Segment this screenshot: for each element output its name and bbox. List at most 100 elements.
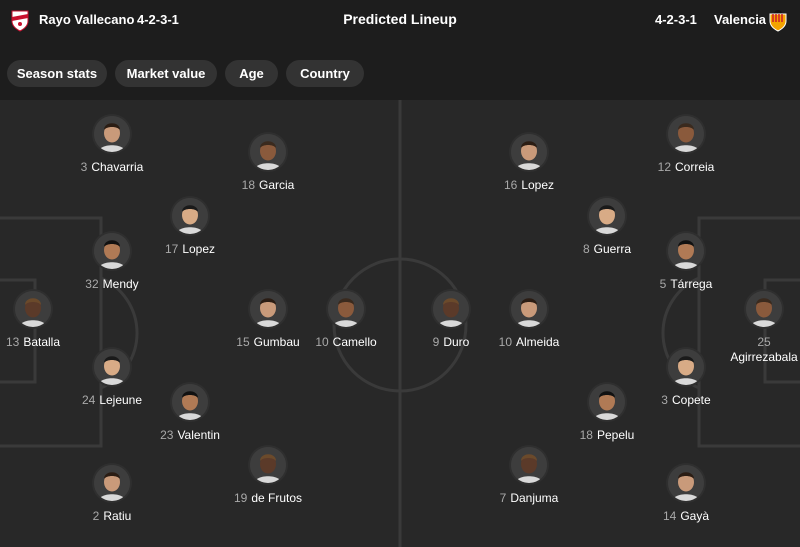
player-name: Garcia	[259, 178, 295, 192]
player-name: de Frutos	[251, 491, 303, 505]
player-name: Mendy	[102, 277, 139, 291]
player-number: 10	[315, 335, 329, 349]
player-avatar[interactable]	[511, 134, 547, 170]
player-avatar[interactable]	[668, 116, 704, 152]
valencia-crest-icon[interactable]	[766, 8, 790, 32]
player-number: 17	[164, 242, 179, 256]
player-avatar[interactable]	[668, 233, 704, 269]
player-avatar[interactable]	[94, 465, 130, 501]
player-name: Valentin	[177, 428, 220, 442]
player-avatar[interactable]	[172, 384, 208, 420]
player-number: 9	[432, 335, 440, 349]
player-number: 10	[498, 335, 512, 349]
player-number: 19	[233, 491, 248, 505]
player-avatar[interactable]	[328, 291, 364, 327]
player-name: Chavarria	[91, 160, 144, 174]
player-name: Tárrega	[670, 277, 713, 291]
away-team-name[interactable]: Valencia	[714, 12, 767, 27]
player-avatar[interactable]	[511, 447, 547, 483]
player-avatar[interactable]	[250, 291, 286, 327]
player-number: 16	[503, 178, 518, 192]
player-avatar[interactable]	[94, 116, 130, 152]
player-number: 3	[661, 393, 668, 407]
player-number: 18	[241, 178, 255, 192]
home-team-name[interactable]: Rayo Vallecano	[39, 12, 135, 27]
player-avatar[interactable]	[172, 198, 208, 234]
player-avatar[interactable]	[746, 291, 782, 327]
pitch-markings	[0, 100, 800, 547]
home-player-1[interactable]: 18 Garcia	[213, 134, 323, 193]
player-avatar[interactable]	[511, 291, 547, 327]
player-label: 18 Garcia	[213, 178, 323, 193]
player-avatar[interactable]	[15, 291, 51, 327]
player-number: 12	[657, 160, 671, 174]
player-avatar[interactable]	[589, 198, 625, 234]
filter-market-value[interactable]: Market value	[115, 60, 217, 87]
player-avatar[interactable]	[433, 291, 469, 327]
player-number: 8	[582, 242, 590, 256]
player-name: Agirrezabala	[730, 350, 798, 364]
player-number: 25	[757, 335, 771, 349]
player-number: 2	[92, 509, 100, 523]
player-number: 3	[80, 160, 88, 174]
player-name: Ratiu	[103, 509, 132, 523]
player-avatar[interactable]	[94, 233, 130, 269]
rayo-vallecano-crest-icon[interactable]	[8, 8, 32, 32]
player-name: Lopez	[182, 242, 216, 256]
player-number: 24	[81, 393, 96, 407]
filter-country[interactable]: Country	[286, 60, 364, 87]
player-name: Correia	[675, 160, 715, 174]
player-name: Batalla	[23, 335, 61, 349]
page-title: Predicted Lineup	[343, 11, 457, 27]
player-name: Pepelu	[596, 428, 635, 442]
player-number: 13	[5, 335, 20, 349]
player-avatar[interactable]	[668, 465, 704, 501]
filter-season-stats[interactable]: Season stats	[7, 60, 107, 87]
player-avatar[interactable]	[250, 447, 286, 483]
player-number: 15	[236, 335, 250, 349]
player-avatar[interactable]	[250, 134, 286, 170]
player-name: Lopez	[521, 178, 555, 192]
player-avatar[interactable]	[94, 349, 130, 385]
away-player-1[interactable]: 12 Correia	[631, 116, 741, 175]
player-name: Camello	[332, 335, 377, 349]
player-number: 18	[579, 428, 593, 442]
filter-age[interactable]: Age	[225, 60, 278, 87]
player-avatar[interactable]	[589, 384, 625, 420]
player-avatar[interactable]	[668, 349, 704, 385]
